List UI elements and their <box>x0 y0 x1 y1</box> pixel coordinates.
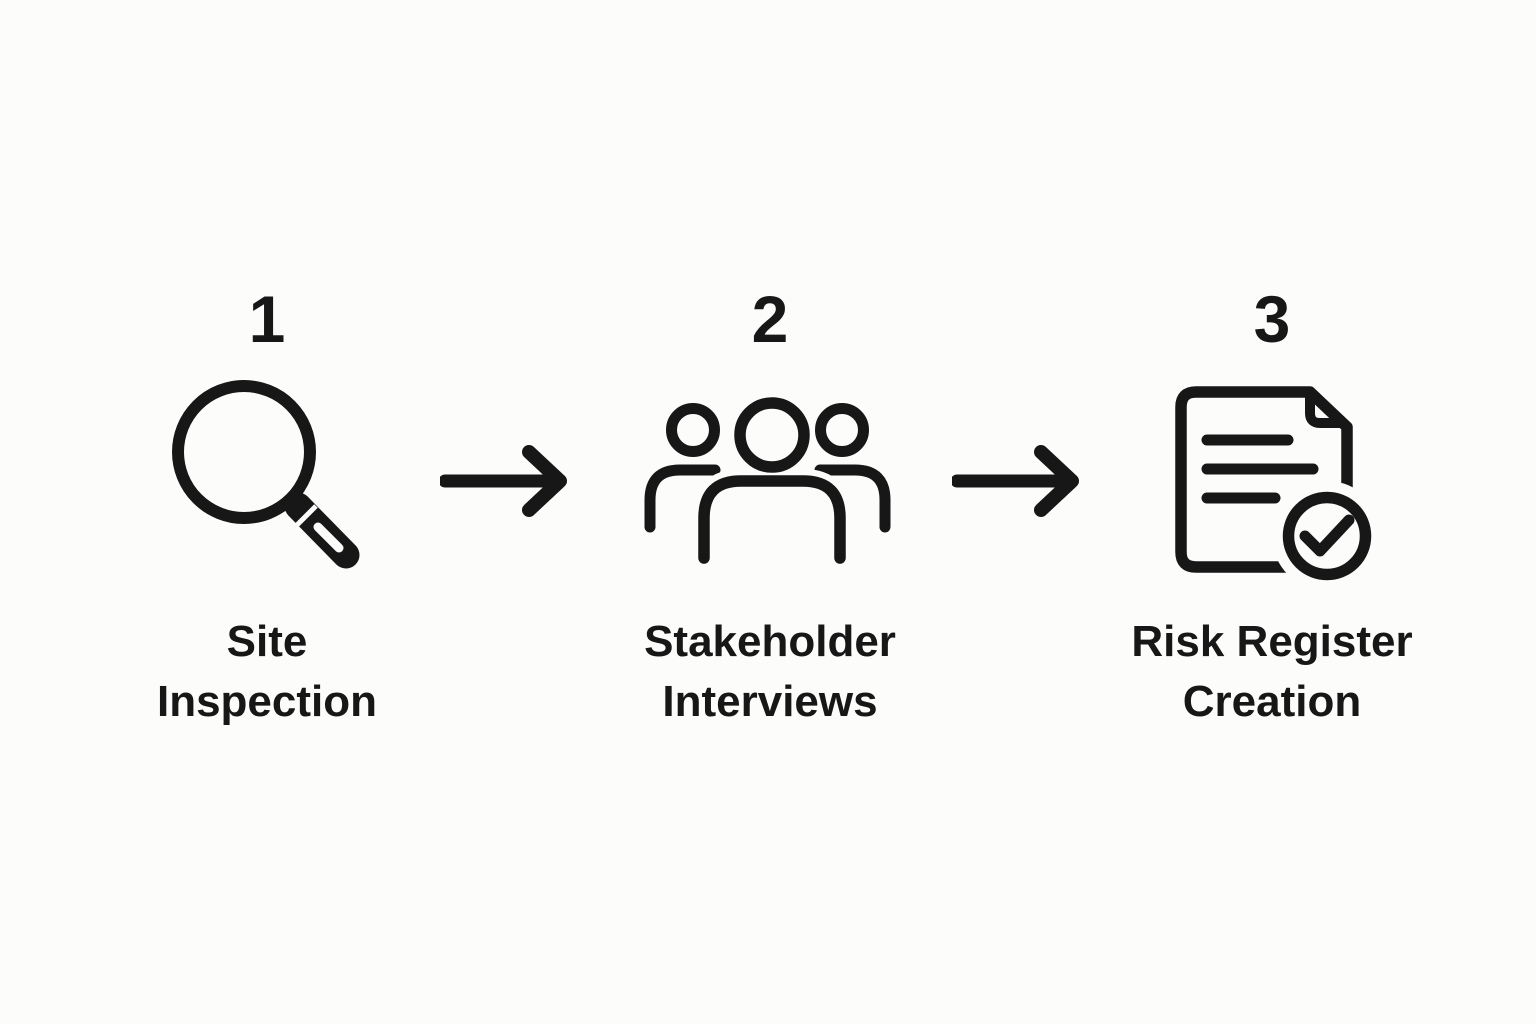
step-1-label: Site Inspection <box>57 612 477 732</box>
step-3-label-line-1: Risk Register <box>1131 617 1413 666</box>
step-2-label-line-1: Stakeholder <box>644 617 896 666</box>
step-1-number: 1 <box>248 282 286 356</box>
step-1-label-line-2: Inspection <box>156 677 378 726</box>
people-icon <box>635 390 900 570</box>
step-2-number: 2 <box>751 282 789 356</box>
magnifier-icon <box>168 380 368 590</box>
arrow-right-icon <box>440 443 570 519</box>
arrow-right-icon <box>952 443 1082 519</box>
step-3-number: 3 <box>1253 282 1291 356</box>
step-1-label-line-1: Site <box>226 617 308 666</box>
step-2-label-line-2: Interviews <box>662 677 878 726</box>
step-3-label-line-2: Creation <box>1182 677 1362 726</box>
step-3-label: Risk Register Creation <box>1062 612 1482 732</box>
document-check-icon <box>1170 380 1385 590</box>
step-2-label: Stakeholder Interviews <box>560 612 980 732</box>
